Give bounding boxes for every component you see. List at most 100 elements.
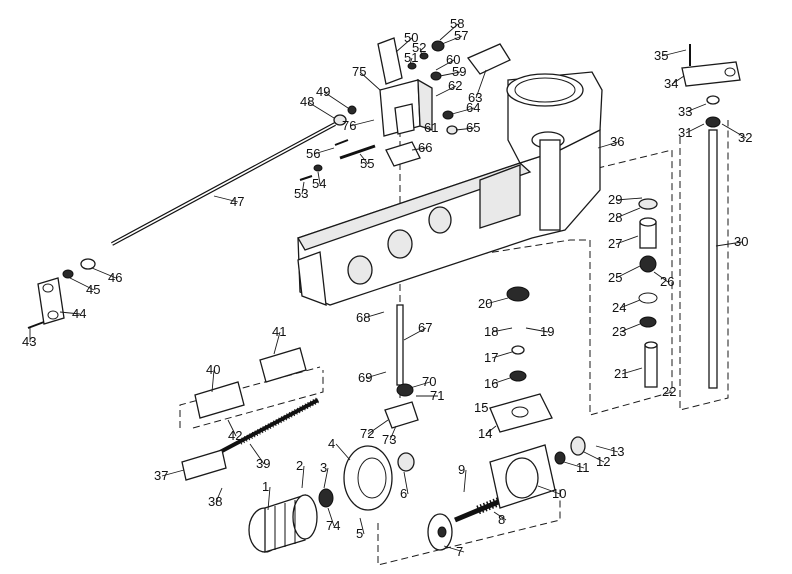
part-label-30: 30 <box>734 234 748 249</box>
leader-line-6 <box>403 471 409 495</box>
leader-line-1 <box>267 486 271 511</box>
part-label-18: 18 <box>484 324 498 339</box>
leader-line-56 <box>313 147 335 155</box>
part-70-gear <box>396 383 414 397</box>
part-67-long-shaft <box>396 304 404 386</box>
part-label-75: 75 <box>352 64 366 79</box>
part-label-58: 58 <box>450 16 464 31</box>
part-51-screw <box>407 62 417 70</box>
leader-line-74 <box>327 507 335 527</box>
leader-line-16 <box>491 377 511 385</box>
part-label-50: 50 <box>404 30 418 45</box>
part-label-56: 56 <box>306 146 320 161</box>
leader-line-51 <box>409 57 413 65</box>
leader-line-58 <box>439 23 459 41</box>
leader-line-8 <box>493 511 507 521</box>
part-3-pinion <box>318 488 334 508</box>
part-label-66: 66 <box>418 140 432 155</box>
leader-line-54 <box>317 171 321 185</box>
part-label-3: 3 <box>320 460 327 475</box>
part-65-washer <box>446 125 458 135</box>
part-46-collar <box>80 258 96 270</box>
leader-line-25 <box>615 265 641 279</box>
leader-line-3 <box>323 467 329 489</box>
leader-line-7 <box>443 545 465 553</box>
leader-line-67 <box>403 327 427 341</box>
part-24-snap-ring <box>638 292 658 304</box>
part-label-47: 47 <box>230 194 244 209</box>
part-label-69: 69 <box>358 370 372 385</box>
part-label-57: 57 <box>454 28 468 43</box>
leader-line-12 <box>583 451 605 463</box>
part-label-8: 8 <box>498 512 505 527</box>
leader-line-36 <box>597 141 619 149</box>
part-label-2: 2 <box>296 458 303 473</box>
part-39-rack <box>204 397 320 462</box>
leader-line-18 <box>491 327 513 333</box>
part-label-29: 29 <box>608 192 622 207</box>
part-label-19: 19 <box>540 324 554 339</box>
part-label-27: 27 <box>608 236 622 251</box>
part-label-20: 20 <box>478 296 492 311</box>
part-label-76: 76 <box>342 118 356 133</box>
leader-line-32 <box>721 123 747 139</box>
part-30-long-shaft <box>708 129 718 389</box>
part-label-36: 36 <box>610 134 624 149</box>
leader-line-66 <box>411 147 427 151</box>
part-label-48: 48 <box>300 94 314 109</box>
leader-line-15 <box>481 405 487 409</box>
part-label-33: 33 <box>678 104 692 119</box>
part-7-gear <box>427 513 453 551</box>
part-label-13: 13 <box>610 444 624 459</box>
part-label-63: 63 <box>468 90 482 105</box>
part-label-16: 16 <box>484 376 498 391</box>
leader-line-64 <box>451 107 475 115</box>
leader-line-21 <box>621 367 643 375</box>
part-label-10: 10 <box>552 486 566 501</box>
leader-line-13 <box>595 445 619 453</box>
part-label-40: 40 <box>206 362 220 377</box>
leader-line-76 <box>349 119 375 127</box>
leader-line-27 <box>615 235 639 245</box>
part-label-24: 24 <box>612 300 626 315</box>
part-72-bracket <box>384 401 419 429</box>
part-label-73: 73 <box>382 432 396 447</box>
leader-line-4 <box>335 443 351 461</box>
part-14-bracket-plate <box>489 393 553 433</box>
leader-line-60 <box>435 59 455 71</box>
part-23-bearing <box>639 316 657 328</box>
part-label-28: 28 <box>608 210 622 225</box>
part-37-rack-holder <box>181 449 227 481</box>
part-63-plate <box>466 43 511 75</box>
leader-line-28 <box>615 207 641 219</box>
leader-line-33 <box>685 103 707 113</box>
part-label-21: 21 <box>614 366 628 381</box>
part-28-washer <box>638 198 658 210</box>
leader-line-46 <box>91 267 117 279</box>
part-label-37: 37 <box>154 468 168 483</box>
part-label-39: 39 <box>256 456 270 471</box>
leader-line-49 <box>323 91 349 109</box>
leader-line-26 <box>653 271 669 283</box>
part-label-72: 72 <box>360 426 374 441</box>
leader-line-52 <box>419 47 423 57</box>
part-31-collar <box>705 116 721 128</box>
leader-line-48 <box>307 101 335 119</box>
part-49-washer <box>347 105 357 115</box>
leader-line-40 <box>211 369 215 393</box>
part-label-52: 52 <box>412 40 426 55</box>
part-label-4: 4 <box>328 436 335 451</box>
leader-line-14 <box>485 425 497 435</box>
part-label-5: 5 <box>356 526 363 541</box>
leader-line-17 <box>491 351 513 359</box>
part-10-gearbox-housing <box>489 444 556 509</box>
part-66-plate <box>385 141 421 167</box>
part-64-nut <box>442 110 454 120</box>
part-33-bushing <box>706 95 720 105</box>
part-label-14: 14 <box>478 426 492 441</box>
leader-line-69 <box>365 371 387 379</box>
leader-line-38 <box>215 487 223 503</box>
part-label-32: 32 <box>738 130 752 145</box>
part-label-64: 64 <box>466 100 480 115</box>
part-36-arm-casting <box>297 71 603 306</box>
